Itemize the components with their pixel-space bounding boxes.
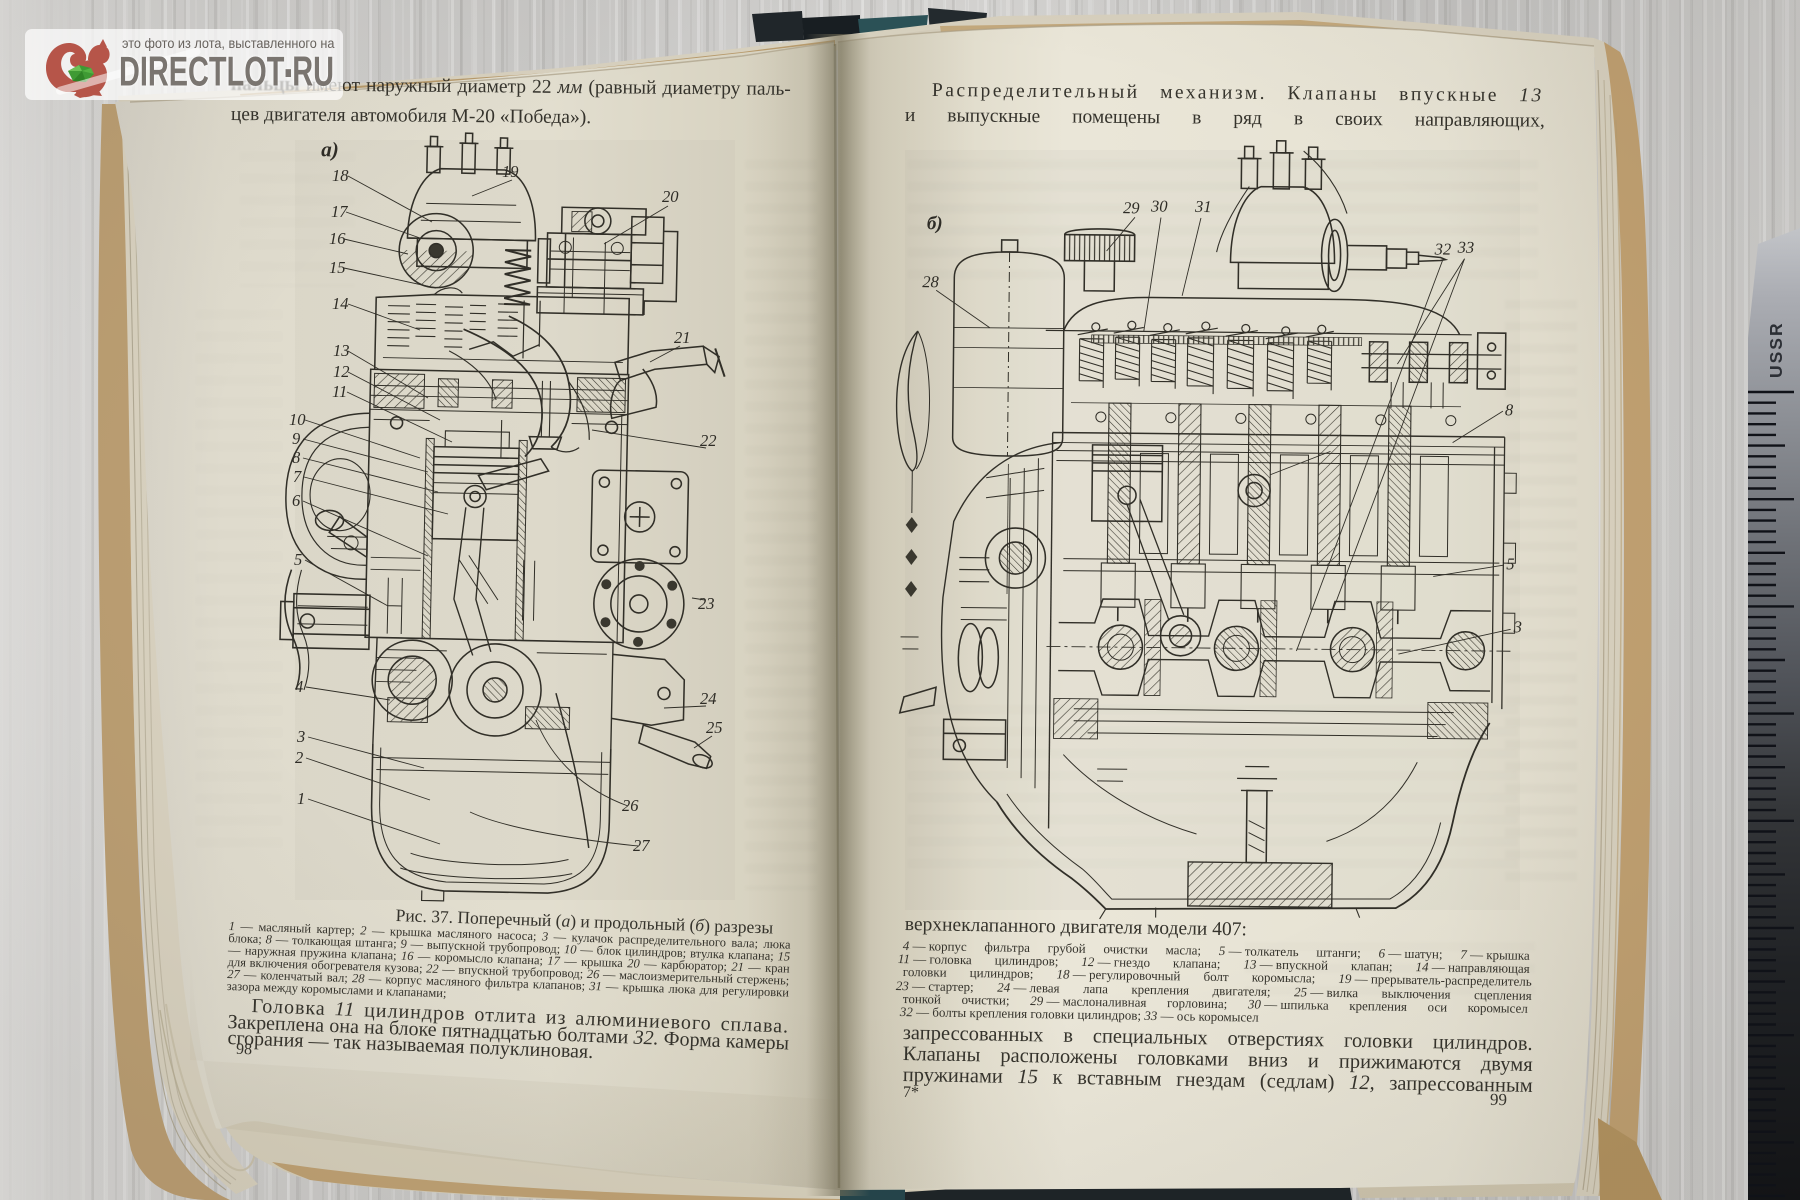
svg-text:21: 21 <box>674 328 691 347</box>
svg-text:23: 23 <box>698 594 715 613</box>
svg-text:22: 22 <box>700 431 717 450</box>
svg-text:12: 12 <box>333 362 350 381</box>
svg-text:4: 4 <box>295 677 303 696</box>
svg-text:а): а) <box>321 137 339 161</box>
svg-text:30: 30 <box>1150 196 1168 215</box>
svg-text:26: 26 <box>622 796 639 815</box>
svg-text:18: 18 <box>332 166 349 185</box>
svg-text:20: 20 <box>662 187 679 206</box>
svg-text:8: 8 <box>1505 400 1514 419</box>
svg-text:15: 15 <box>329 258 346 277</box>
svg-text:24: 24 <box>700 689 717 708</box>
svg-text:1: 1 <box>297 789 305 808</box>
svg-text:11: 11 <box>332 382 347 401</box>
svg-text:9: 9 <box>292 429 300 448</box>
svg-text:8: 8 <box>292 448 301 467</box>
svg-text:7: 7 <box>293 467 302 486</box>
svg-text:2: 2 <box>295 748 303 767</box>
svg-text:6: 6 <box>292 491 301 510</box>
svg-text:25: 25 <box>706 718 723 737</box>
svg-text:28: 28 <box>922 272 939 291</box>
svg-text:19: 19 <box>502 162 519 181</box>
svg-text:б): б) <box>927 213 943 234</box>
svg-text:5: 5 <box>294 550 302 569</box>
svg-text:3: 3 <box>1513 617 1522 636</box>
svg-text:14: 14 <box>332 294 349 313</box>
svg-text:USSR: USSR <box>1766 321 1786 378</box>
svg-text:33: 33 <box>1457 238 1475 257</box>
svg-text:17: 17 <box>331 202 348 221</box>
svg-text:10: 10 <box>289 410 306 429</box>
svg-text:13: 13 <box>333 341 350 360</box>
svg-text:16: 16 <box>329 229 346 248</box>
svg-text:5: 5 <box>1506 554 1514 573</box>
svg-text:31: 31 <box>1194 197 1212 216</box>
svg-text:3: 3 <box>296 727 305 746</box>
svg-text:29: 29 <box>1123 198 1140 217</box>
svg-text:27: 27 <box>633 836 650 855</box>
svg-text:32: 32 <box>1434 239 1452 258</box>
